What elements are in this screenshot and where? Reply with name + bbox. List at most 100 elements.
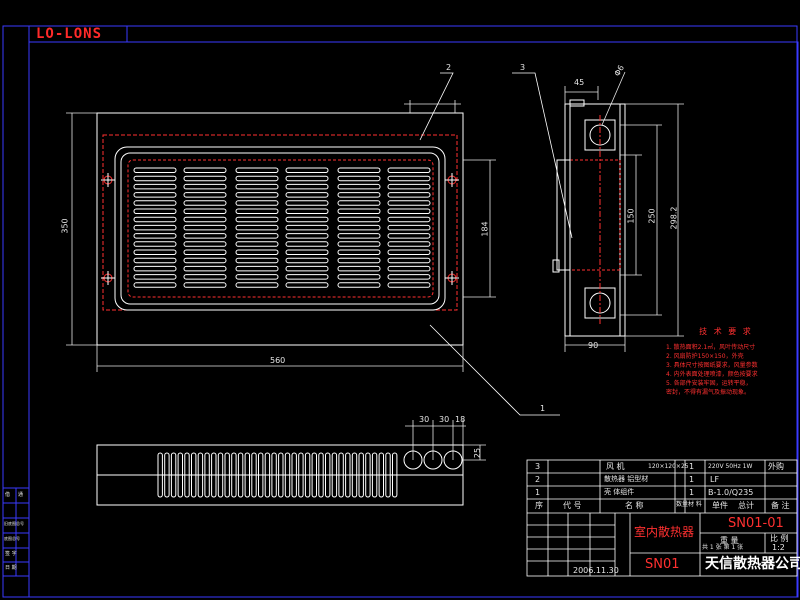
louver-slot	[183, 208, 227, 214]
side-leader	[512, 72, 573, 239]
louver-slot	[133, 216, 177, 223]
louver-slot	[387, 241, 431, 247]
strip-label: 底图总号	[4, 536, 20, 541]
louver-slot	[285, 216, 329, 223]
bottom-slot	[244, 452, 251, 498]
front-leaders	[419, 72, 560, 416]
louver-slot	[133, 224, 177, 231]
strip-label: 日 期	[5, 565, 17, 571]
technical-notes: 技 术 要 求 1. 散热面积2.1㎡，风叶传动尺寸 2. 风扇防护150×15…	[666, 326, 786, 397]
inner-frame	[28, 41, 799, 598]
bottom-slot	[197, 452, 204, 498]
header-qty: 数量	[676, 501, 689, 508]
louver-slot	[183, 257, 227, 264]
bottom-slot	[371, 452, 378, 498]
louver-slot	[337, 183, 381, 190]
bottom-slot	[311, 452, 318, 498]
bottom-slot	[284, 452, 291, 498]
bottom-slot	[392, 452, 398, 498]
dim-front-height: 350	[60, 218, 70, 234]
strip-label: 旧底图总号	[4, 521, 24, 526]
louver-slot	[133, 208, 177, 214]
bottom-slot	[318, 452, 324, 498]
louver-slot	[133, 241, 177, 247]
bottom-slot	[264, 452, 271, 498]
drawing-number: SN01-01	[728, 516, 784, 531]
louver-slot	[133, 249, 177, 255]
louver-slot	[337, 167, 381, 173]
louver-slot	[387, 224, 431, 231]
louver-slot	[133, 265, 177, 272]
louver-slot	[235, 224, 279, 231]
product-name: 室内散热器	[634, 525, 695, 539]
front-dimensions	[66, 100, 496, 372]
header-note: 备 注	[771, 501, 790, 510]
louver-slot	[235, 265, 279, 272]
louver-slot	[235, 233, 279, 239]
bottom-slot	[217, 452, 224, 498]
louver-slot	[337, 224, 381, 231]
part-row-1-name: 壳 体组件	[604, 488, 635, 496]
louver-slot	[183, 192, 227, 198]
louver-slot	[337, 249, 381, 255]
louver-slot	[285, 257, 329, 264]
louver-slot	[235, 200, 279, 206]
bottom-slot	[170, 452, 177, 498]
louver-slot	[235, 167, 279, 173]
scale-value: 1:2	[772, 543, 785, 552]
side-view	[512, 71, 684, 352]
tech-note-item: 5. 各部件安装牢固，运转平稳，	[666, 380, 752, 387]
bottom-slot	[291, 452, 297, 498]
louver-slot	[387, 233, 431, 239]
louver-slot	[337, 282, 381, 288]
louver-slot	[387, 167, 431, 173]
louver-slot	[285, 224, 329, 231]
louver-slot	[235, 175, 279, 182]
part-row-1-qty: 1	[689, 488, 695, 497]
louver-slot	[133, 175, 177, 182]
code-label-box	[28, 25, 128, 43]
bottom-slot	[224, 452, 230, 498]
part-row-3-extra: 220V 50Hz 1W	[708, 463, 753, 470]
part-row-2-no: 2	[535, 475, 541, 484]
sheet-info: 共 1 张 第 1 张	[702, 544, 744, 551]
bottom-slot	[365, 452, 371, 498]
louver-slot	[285, 192, 329, 198]
louver-slot	[285, 175, 329, 182]
louver-slot	[387, 257, 431, 264]
callout-1: 1	[540, 404, 546, 413]
technical-notes-title: 技 术 要 求	[699, 327, 753, 336]
louver-slot	[285, 167, 329, 173]
louver-slot	[337, 274, 381, 280]
louver-slot	[133, 282, 177, 288]
louver-slot	[285, 208, 329, 214]
bottom-slot	[184, 452, 190, 498]
louver-slot	[183, 175, 227, 182]
louver-slot	[235, 241, 279, 247]
side-body	[564, 103, 626, 337]
louver-slot	[235, 183, 279, 190]
bottom-slot	[378, 452, 385, 498]
company-name: 天信散热器公司	[705, 556, 800, 572]
dim-front-inner: 184	[480, 221, 490, 237]
front-view	[66, 72, 560, 416]
louver-slot	[285, 282, 329, 288]
louver-slot	[387, 192, 431, 198]
dim-bottom-18: 18	[455, 415, 466, 424]
louver-slot	[337, 216, 381, 223]
front-grille-frame	[127, 159, 434, 298]
louver-slot	[387, 208, 431, 214]
louver-slot	[337, 257, 381, 264]
louver-slot	[235, 257, 279, 264]
part-row-3-name: 风 机	[606, 462, 625, 471]
part-row-2-name: 散热器 铝型材	[604, 475, 649, 483]
header-code: 代 号	[563, 501, 582, 510]
callout-3: 3	[520, 63, 526, 72]
dim-side-150: 150	[626, 208, 636, 224]
louver-slot	[183, 224, 227, 231]
louver-slot	[337, 192, 381, 198]
louver-slot	[235, 216, 279, 223]
model-code: SN01	[645, 557, 680, 572]
bottom-dimensions	[405, 420, 486, 461]
bottom-slot	[271, 452, 277, 498]
